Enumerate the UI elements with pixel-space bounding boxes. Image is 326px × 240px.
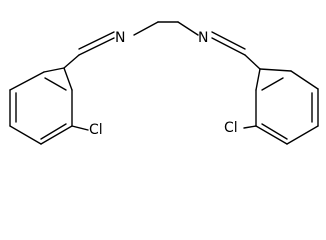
nitrogen-right-label: N (198, 30, 208, 46)
bond-ch2-n-right (177, 21, 199, 36)
bond-cl-right (243, 125, 257, 129)
ring-right-bond-1 (259, 68, 292, 72)
nitrogen-left-label: N (115, 30, 125, 46)
imine-double-bond-left-a (78, 37, 115, 56)
imine-double-bond-right-b (211, 31, 246, 50)
bond-imine-ring-left (63, 54, 80, 69)
ring-right-bond-5 (255, 125, 288, 145)
imine-double-bond-right-a (211, 37, 246, 56)
ring-left-bond-7 (63, 67, 73, 91)
ring-left-inner-2 (40, 123, 67, 140)
imine-double-bond-left-b (78, 31, 115, 50)
bond-imine-ring-right (244, 54, 261, 70)
ring-right-bond-7 (255, 68, 261, 91)
ring-right-bond-2 (290, 70, 319, 90)
molecule-drawing: N N Cl Cl (9, 21, 319, 145)
structure-diagram: N N Cl Cl (9, 21, 319, 145)
ring-left-bond-4 (9, 125, 42, 145)
ring-right-inner-3 (261, 77, 284, 91)
ring-left-bond-5 (40, 125, 73, 145)
chlorine-right-label: Cl (224, 120, 238, 136)
bond-cl-left (71, 125, 89, 131)
bond-n-ch2-left (133, 21, 159, 36)
ring-left-inner-3 (44, 77, 67, 91)
ring-right-inner-2 (261, 123, 288, 140)
ring-left-bond-1 (43, 67, 65, 73)
chlorine-left-label: Cl (89, 122, 103, 138)
ring-left-bond-2 (9, 71, 45, 91)
ring-right-bond-4 (286, 125, 319, 145)
